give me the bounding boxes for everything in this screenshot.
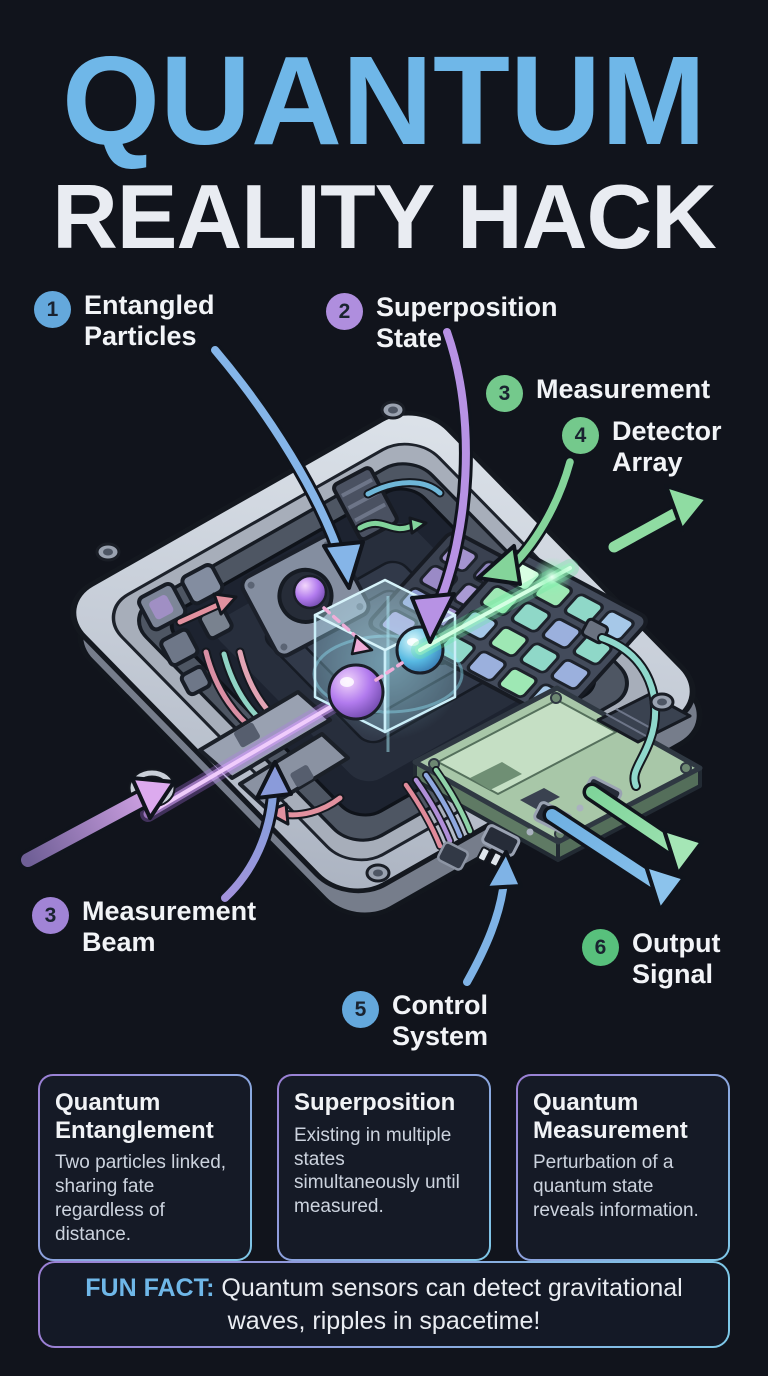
callout-superposition-state: 2 Superposition State (326, 292, 558, 354)
callout-entangled-particles: 1 Entangled Particles (34, 290, 215, 352)
callout-control-system: 5 Control System (342, 990, 488, 1052)
fun-fact-label: FUN FACT: (85, 1274, 215, 1302)
card-title: Quantum Entanglement (55, 1089, 214, 1144)
callout-arrow-control-system (460, 850, 523, 989)
card-body: Two particles linked, sharing fate regar… (55, 1152, 227, 1245)
detector-keypad-green (425, 549, 648, 721)
callout-label: Detector Array (612, 416, 722, 477)
corner-screws (95, 400, 675, 883)
lens-particle-orb (292, 574, 328, 610)
callout-badge-3: 3 (486, 375, 523, 412)
callout-label: Superposition State (376, 292, 558, 353)
callout-arrow-detector-array (605, 484, 709, 556)
card-body: Existing in multiple states simultaneous… (294, 1124, 460, 1218)
callout-badge-3b: 3 (32, 897, 69, 934)
callout-arrow-superposition (410, 325, 473, 644)
callout-label: Measurement (536, 374, 711, 404)
callout-arrow-entangled (208, 343, 365, 590)
card-body: Perturbation of a quantum state reveals … (533, 1152, 699, 1222)
output-arrow-green (582, 782, 704, 876)
callout-badge-2: 2 (326, 293, 363, 330)
dashed-arrowhead (350, 634, 374, 656)
pink-dashed-links (322, 606, 404, 682)
callout-label: Control System (392, 990, 489, 1051)
card-title: Superposition (294, 1089, 456, 1116)
purple-measurement-laser (140, 684, 364, 822)
callout-badge-5: 5 (342, 991, 379, 1028)
left-electronics-modules (137, 563, 234, 697)
beam-splitter-plates (198, 690, 350, 810)
back-wall-wire-arrows (355, 478, 445, 535)
callout-badge-4: 4 (562, 417, 599, 454)
card-quantum-measurement: Quantum Measurement Perturbation of a qu… (516, 1074, 730, 1261)
title-line-reality-hack: REALITY HACK (52, 167, 717, 268)
concept-cards: Quantum Entanglement Two particles linke… (38, 1074, 730, 1261)
callout-label: Measurement Beam (82, 896, 257, 957)
quantum-device-illustration (17, 325, 709, 989)
callout-badge-6: 6 (582, 929, 619, 966)
callout-arrow-measurement (476, 455, 577, 586)
callout-label: Output Signal (632, 928, 721, 989)
callout-arrow-to-splitter (218, 760, 293, 905)
callout-badge-1: 1 (34, 291, 71, 328)
callout-label: Entangled Particles (84, 290, 215, 351)
output-arrow-blue (542, 805, 686, 912)
callout-measurement: 3 Measurement (486, 374, 710, 412)
green-readout-laser (411, 557, 579, 659)
fun-fact-text: Quantum sensors can detect gravitational… (214, 1274, 683, 1335)
title-line-quantum: QUANTUM (62, 30, 706, 171)
callout-output-signal: 6 Output Signal (582, 928, 720, 990)
signal-cable (580, 617, 661, 791)
page-title: QUANTUM REALITY HACK (0, 30, 768, 268)
callout-detector-array: 4 Detector Array (562, 416, 722, 478)
ribbon-wires (402, 766, 474, 850)
card-quantum-entanglement: Quantum Entanglement Two particles linke… (38, 1074, 252, 1261)
card-title: Quantum Measurement (533, 1089, 688, 1144)
card-superposition: Superposition Existing in multiple state… (277, 1074, 491, 1261)
internal-pink-arrow (175, 592, 238, 627)
callout-arrow-measurement-beam (17, 776, 176, 871)
callout-measurement-beam: 3 Measurement Beam (32, 896, 256, 958)
fun-fact-banner: FUN FACT: Quantum sensors can detect gra… (38, 1261, 730, 1348)
